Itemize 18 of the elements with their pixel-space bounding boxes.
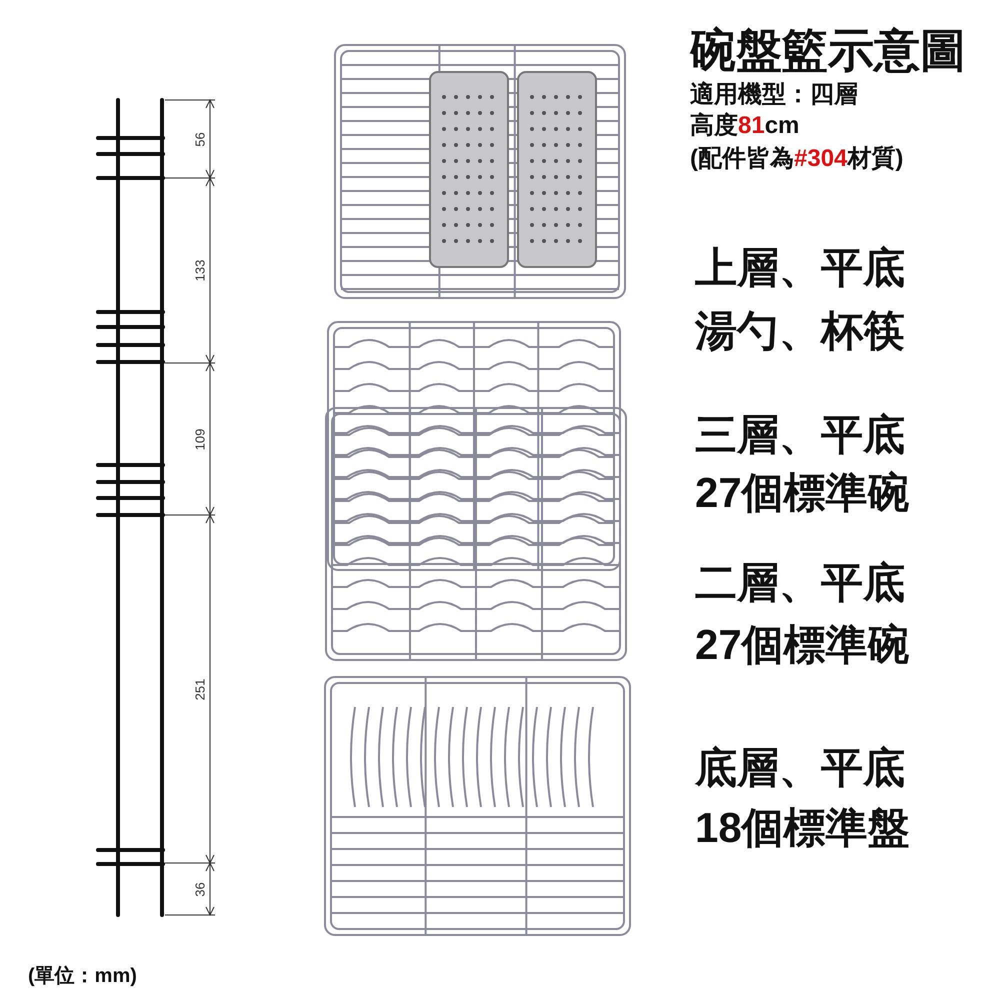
basket-description: 二層、平底	[695, 560, 905, 606]
unit-note: (單位：mm)	[28, 965, 137, 987]
height-note: 高度81cm	[690, 113, 800, 140]
dimension-label: 109	[192, 428, 208, 450]
dimension-label: 56	[192, 132, 208, 146]
title: 碗盤籃示意圖	[690, 25, 966, 76]
basket-description: 三層、平底	[695, 412, 905, 458]
basket-description: 上層、平底	[695, 245, 905, 292]
dimension-label: 36	[192, 882, 208, 896]
basket-description: 底層、平底	[695, 745, 905, 792]
material-note: (配件皆為#304材質)	[690, 146, 904, 172]
basket-description: 18個標準盤	[695, 805, 910, 852]
basket-description: 湯勺、杯筷	[695, 308, 905, 354]
model-note: 適用機型：四層	[690, 82, 858, 108]
dimension-label: 133	[192, 259, 208, 281]
basket-description: 27個標準碗	[695, 622, 910, 668]
basket-description: 27個標準碗	[695, 470, 910, 516]
dimension-label: 251	[192, 678, 208, 700]
